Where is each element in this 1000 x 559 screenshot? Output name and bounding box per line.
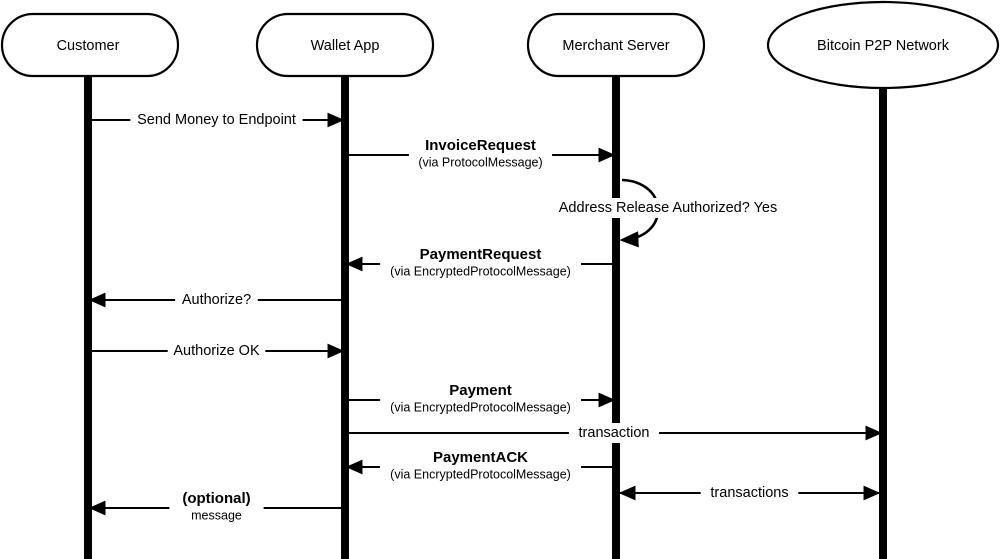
message-label-address-release-authorized: Address Release Authorized? Yes: [559, 200, 777, 216]
messages-layer: Send Money to EndpointInvoiceRequest(via…: [88, 110, 883, 522]
message-label-transactions: transactions: [710, 485, 788, 501]
message-label-backdrop-payment: [379, 382, 582, 410]
message-label-optional-message: (optional): [182, 490, 250, 507]
message-sublabel-payment: (via EncryptedProtocolMessage): [390, 400, 571, 414]
message-label-authorize-ok: Authorize OK: [173, 343, 260, 359]
message-label-backdrop-transaction: [568, 423, 660, 443]
message-label-payment: Payment: [449, 382, 512, 399]
actor-wallet-app[interactable]: Wallet App: [255, 12, 435, 78]
message-label-payment-request: PaymentRequest: [420, 246, 542, 263]
message-label-backdrop-send-money-to-endpoint: [130, 110, 303, 130]
message-sublabel-invoice-request: (via ProtocolMessage): [418, 155, 542, 169]
message-send-money-to-endpoint[interactable]: Send Money to Endpoint: [90, 110, 345, 130]
message-authorize-question[interactable]: Authorize?: [88, 290, 343, 310]
message-label-payment-ack: PaymentACK: [433, 449, 528, 466]
message-label-send-money-to-endpoint: Send Money to Endpoint: [137, 112, 296, 128]
actor-label-wallet-app: Wallet App: [311, 38, 380, 54]
actor-shape-ellipse-bitcoin-p2p-network[interactable]: [766, 0, 1000, 90]
message-optional-message[interactable]: (optional)message: [88, 490, 343, 522]
message-payment[interactable]: Payment(via EncryptedProtocolMessage): [347, 382, 616, 414]
message-sublabel-optional-message: message: [191, 508, 242, 522]
message-transactions[interactable]: transactions: [618, 483, 881, 503]
message-address-release-authorized[interactable]: Address Release Authorized? Yes: [549, 178, 787, 248]
message-sublabel-payment-ack: (via EncryptedProtocolMessage): [390, 467, 571, 481]
message-label-invoice-request: InvoiceRequest: [425, 137, 536, 154]
message-label-backdrop-authorize-ok: [167, 341, 266, 361]
message-sublabel-payment-request: (via EncryptedProtocolMessage): [390, 264, 571, 278]
message-authorize-ok[interactable]: Authorize OK: [90, 341, 345, 361]
message-payment-request[interactable]: PaymentRequest(via EncryptedProtocolMess…: [345, 246, 614, 278]
message-payment-ack[interactable]: PaymentACK(via EncryptedProtocolMessage): [345, 449, 614, 481]
message-label-backdrop-invoice-request: [408, 137, 553, 165]
actor-bitcoin-p2p-network[interactable]: Bitcoin P2P Network: [766, 0, 1000, 90]
message-label-transaction: transaction: [579, 425, 650, 441]
message-label-backdrop-transactions: [700, 483, 799, 503]
actor-label-bitcoin-p2p-network: Bitcoin P2P Network: [817, 38, 950, 54]
actor-shape-stadium-customer[interactable]: [0, 12, 180, 78]
lifelines-layer: [84, 76, 887, 559]
actor-label-customer: Customer: [57, 38, 120, 54]
message-label-backdrop-payment-ack: [379, 449, 582, 477]
actor-merchant-server[interactable]: Merchant Server: [526, 12, 706, 78]
actors-layer: Customer Wallet App Merchant Server Bitcoin…: [0, 0, 1000, 90]
message-label-backdrop-address-release-authorized: [549, 198, 787, 218]
actor-shape-stadium-wallet-app[interactable]: [255, 12, 435, 78]
actor-label-merchant-server: Merchant Server: [562, 38, 669, 54]
actor-customer[interactable]: Customer: [0, 12, 180, 78]
message-label-authorize-question: Authorize?: [182, 292, 251, 308]
message-label-backdrop-payment-request: [379, 246, 582, 274]
message-label-backdrop-optional-message: [169, 490, 264, 518]
message-transaction[interactable]: transaction: [347, 423, 883, 443]
message-label-backdrop-authorize-question: [175, 290, 258, 310]
message-invoice-request[interactable]: InvoiceRequest(via ProtocolMessage): [347, 137, 616, 169]
actor-shape-stadium-merchant-server[interactable]: [526, 12, 706, 78]
